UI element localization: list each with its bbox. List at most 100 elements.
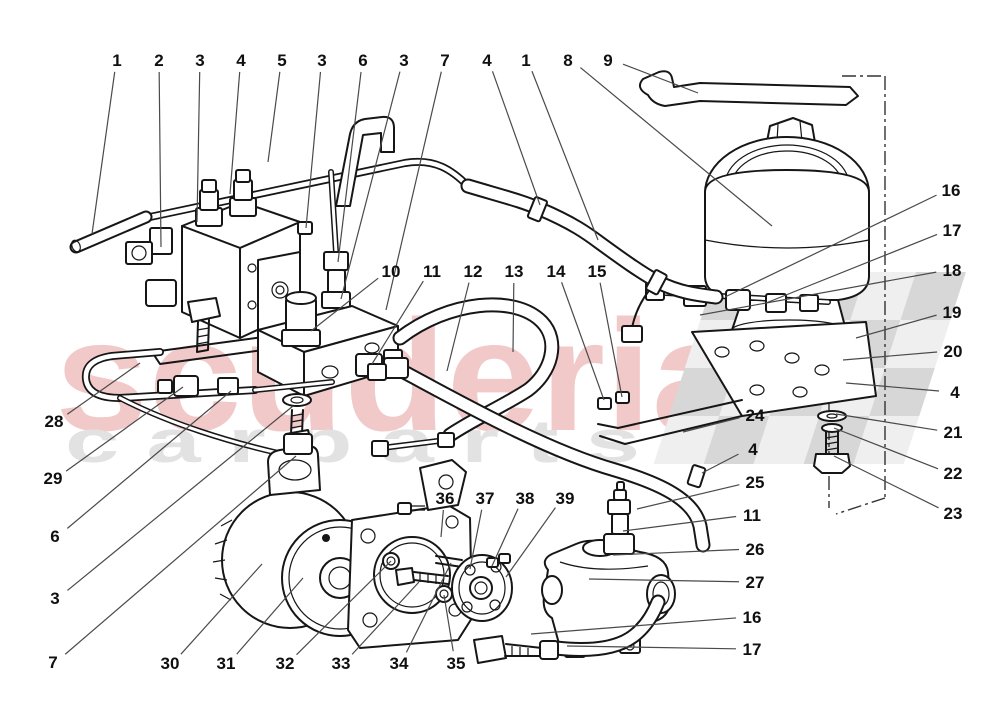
leader-line-10: [310, 277, 379, 332]
leader-line-6: [337, 71, 362, 263]
checker-cell: [703, 416, 770, 464]
reservoir-strap: [638, 70, 859, 107]
leader-line-23: [833, 455, 939, 509]
leader-line-21: [835, 413, 938, 431]
callout-label-6: 6: [50, 527, 59, 546]
leader-line-32: [296, 560, 392, 656]
leader-line-25: [636, 484, 740, 510]
leader-line-16: [530, 617, 737, 635]
leader-line-7: [385, 71, 442, 311]
leader-line-11: [371, 280, 424, 365]
leader-line-35: [443, 594, 454, 652]
leader-line-33: [351, 581, 420, 655]
callout-label-12: 12: [464, 262, 483, 281]
banjo-bolt-hose: [473, 594, 666, 664]
callout-label-29: 29: [44, 469, 63, 488]
leader-line-3: [305, 71, 322, 229]
callout-label-4: 4: [482, 51, 492, 70]
callout-label-33: 33: [332, 654, 351, 673]
callout-label-24: 24: [746, 406, 765, 425]
callout-label-32: 32: [276, 654, 295, 673]
leader-line-38: [491, 508, 519, 567]
leader-line-15: [599, 282, 623, 398]
leader-line-30: [180, 563, 263, 655]
callout-label-34: 34: [390, 654, 409, 673]
leader-line-3: [67, 405, 294, 591]
pipe-bracket: [335, 115, 395, 207]
checker-cell: [753, 416, 820, 464]
leader-line-16: [724, 194, 937, 298]
steering-gear: [541, 481, 676, 658]
callout-label-19: 19: [943, 303, 962, 322]
leader-line-24: [682, 417, 740, 433]
callout-label-21: 21: [944, 423, 963, 442]
leader-line-20: [842, 351, 938, 361]
checker-cell: [653, 416, 720, 464]
callout-label-35: 35: [447, 654, 466, 673]
leader-line-17: [765, 233, 938, 304]
callout-label-4: 4: [748, 440, 758, 459]
reference-boundary-lines: [828, 75, 886, 515]
leader-line-2: [158, 71, 162, 248]
leader-line-4: [701, 453, 739, 474]
callout-label-23: 23: [944, 504, 963, 523]
leader-line-9: [622, 63, 699, 94]
checker-cell: [803, 416, 870, 464]
leader-line-4: [491, 71, 541, 206]
callout-label-16: 16: [743, 608, 762, 627]
pump-flange: [451, 553, 513, 622]
callout-label-38: 38: [516, 489, 535, 508]
callout-label-22: 22: [944, 464, 963, 483]
callout-label-3: 3: [195, 51, 204, 70]
callout-label-5: 5: [277, 51, 286, 70]
callout-label-17: 17: [743, 640, 762, 659]
callout-label-11: 11: [743, 506, 761, 525]
callout-label-39: 39: [556, 489, 575, 508]
leader-line-22: [833, 427, 939, 470]
leader-line-1: [531, 70, 599, 241]
callout-label-25: 25: [746, 473, 765, 492]
leader-line-37: [469, 509, 483, 570]
callout-label-31: 31: [217, 654, 236, 673]
checker-cell: [853, 416, 920, 464]
callout-label-20: 20: [944, 342, 963, 361]
leader-line-26: [612, 548, 740, 556]
leader-line-14: [561, 282, 605, 401]
callout-label-26: 26: [746, 540, 765, 559]
manifold-block: [257, 291, 403, 451]
callout-label-10: 10: [382, 262, 401, 281]
callout-label-7: 7: [48, 653, 57, 672]
leader-line-19: [855, 314, 937, 339]
steering-pump: [212, 433, 473, 649]
leader-line-6: [66, 390, 232, 529]
callout-label-16: 16: [942, 181, 961, 200]
leader-line-39: [505, 507, 556, 578]
leader-line-11: [622, 515, 737, 532]
leader-line-34: [405, 562, 452, 653]
reservoir-bracket: [597, 321, 877, 445]
leader-line-4: [845, 382, 940, 392]
leader-line-31: [236, 577, 304, 655]
callout-label-7: 7: [440, 51, 449, 70]
callout-label-37: 37: [476, 489, 495, 508]
checker-cell: [900, 272, 966, 320]
leader-line-13: [512, 282, 515, 353]
callout-label-13: 13: [505, 262, 524, 281]
leader-line-7: [64, 455, 297, 655]
callout-label-1: 1: [521, 51, 530, 70]
leader-line-36: [440, 509, 444, 538]
callout-label-3: 3: [317, 51, 326, 70]
callout-label-6: 6: [358, 51, 367, 70]
callout-label-3: 3: [50, 589, 59, 608]
callout-label-11: 11: [423, 262, 441, 281]
callout-label-8: 8: [563, 51, 572, 70]
leader-line-3: [340, 71, 401, 300]
leader-line-17: [566, 645, 737, 650]
callout-label-2: 2: [154, 51, 163, 70]
callout-label-3: 3: [399, 51, 408, 70]
leader-line-3: [196, 71, 201, 223]
vertical-pipe: [321, 169, 351, 309]
callout-label-14: 14: [547, 262, 566, 281]
